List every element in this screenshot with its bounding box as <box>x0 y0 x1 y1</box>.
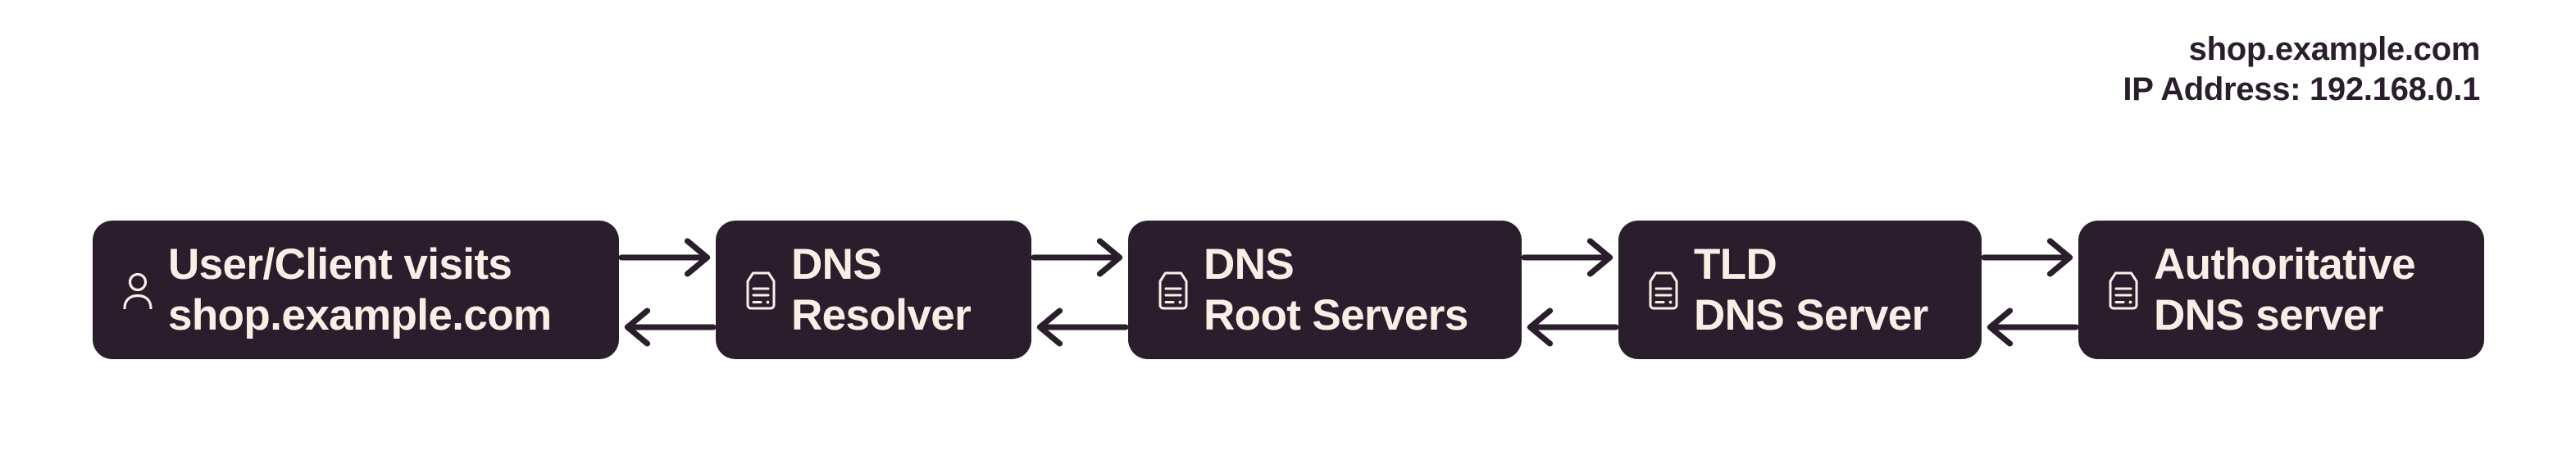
node-dns-resolver-line1: DNS <box>791 240 882 289</box>
annotation-ip-address: IP Address: 192.168.0.1 <box>2123 71 2480 107</box>
server-icon <box>742 267 780 313</box>
connector-resolver-to-root <box>1031 221 1129 359</box>
server-icon <box>2105 267 2142 313</box>
node-dns-resolver-line2: Resolver <box>791 290 972 339</box>
node-authoritative-dns-server-line2: DNS server <box>2154 290 2383 339</box>
annotation-domain: shop.example.com <box>2188 31 2481 67</box>
user-icon <box>119 267 157 313</box>
connector-arrows-2 <box>1031 238 1129 347</box>
connector-arrows-4 <box>1981 238 2079 347</box>
node-dns-root-servers-line2: Root Servers <box>1204 290 1468 339</box>
server-icon <box>1645 267 1682 313</box>
node-tld-dns-server-line1: TLD <box>1694 240 1777 289</box>
node-user-client-line1: User/Client visits <box>168 240 512 289</box>
node-tld-dns-server-line2: DNS Server <box>1694 290 1928 339</box>
server-icon <box>1154 267 1192 313</box>
domain-ip-annotation: shop.example.com IP Address: 192.168.0.1 <box>2123 30 2480 110</box>
connector-user-to-resolver <box>618 221 717 359</box>
connector-arrows-1 <box>618 238 717 347</box>
connector-root-to-tld <box>1521 221 1619 359</box>
node-authoritative-dns-server-line1: Authoritative <box>2154 240 2416 289</box>
connector-arrows-3 <box>1521 238 1619 347</box>
node-user-client-line2: shop.example.com <box>168 290 552 339</box>
connector-tld-to-authoritative <box>1981 221 2079 359</box>
node-dns-root-servers-line1: DNS <box>1204 240 1295 289</box>
